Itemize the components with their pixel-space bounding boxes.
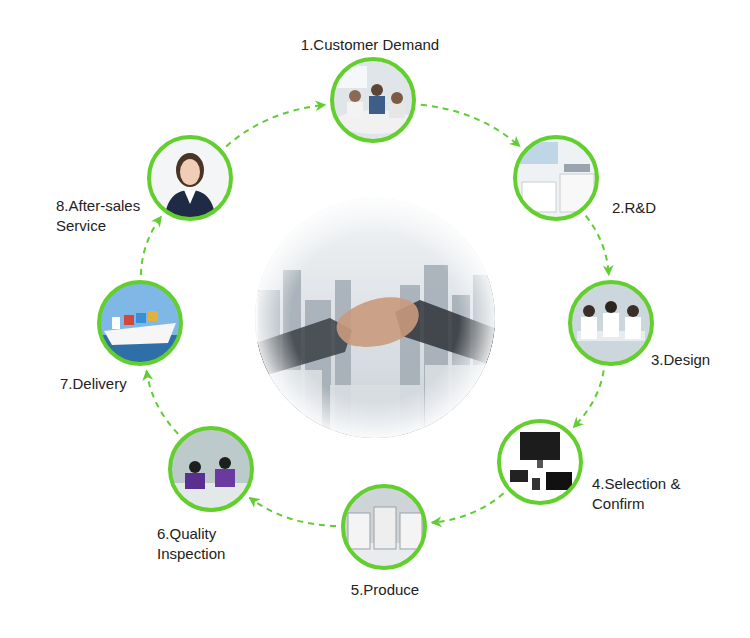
dashed-arrow [573,370,603,427]
circle-photo [146,134,234,222]
step-label: 4.Selection & Confirm [592,474,704,514]
dashed-arrow [421,105,520,147]
circle-photo [567,279,655,367]
circle-photo [167,425,255,513]
photo-circle-node: 1.Customer Demand [329,56,417,144]
handshake-photo [250,195,500,450]
sky [250,195,500,445]
dashed-arrow [432,493,504,522]
step-label: 6.Quality Inspection [157,524,257,564]
step-label: 3.Design [651,350,710,370]
dashed-arrow [250,498,337,526]
photo-circle-node: 7.Delivery [96,279,184,367]
dashed-arrow [141,217,161,276]
photo-circle-node: 3.Design [567,279,655,367]
dashed-arrow [586,216,609,275]
photo-circle-node: 4.Selection & Confirm [496,418,584,506]
photo-circle-node: 5.Produce [340,483,428,571]
step-label: 7.Delivery [60,374,127,394]
photo-circle-node: 6.Quality Inspection [167,425,255,513]
dashed-arrow [226,105,325,147]
step-label: 2.R&D [612,198,656,218]
circle-photo [96,279,184,367]
photo-circle-node: 2.R&D [512,134,600,222]
dashed-arrow [147,371,179,434]
step-label: 1.Customer Demand [301,35,439,55]
circle-photo [512,134,600,222]
fade [255,198,495,438]
photo-circle-node: 8.After-sales Service [146,134,234,222]
step-label: 5.Produce [351,580,419,600]
circle-photo [329,56,417,144]
step-label: 8.After-sales Service [56,196,168,236]
circle-photo [340,483,428,571]
circle-photo [496,418,584,506]
